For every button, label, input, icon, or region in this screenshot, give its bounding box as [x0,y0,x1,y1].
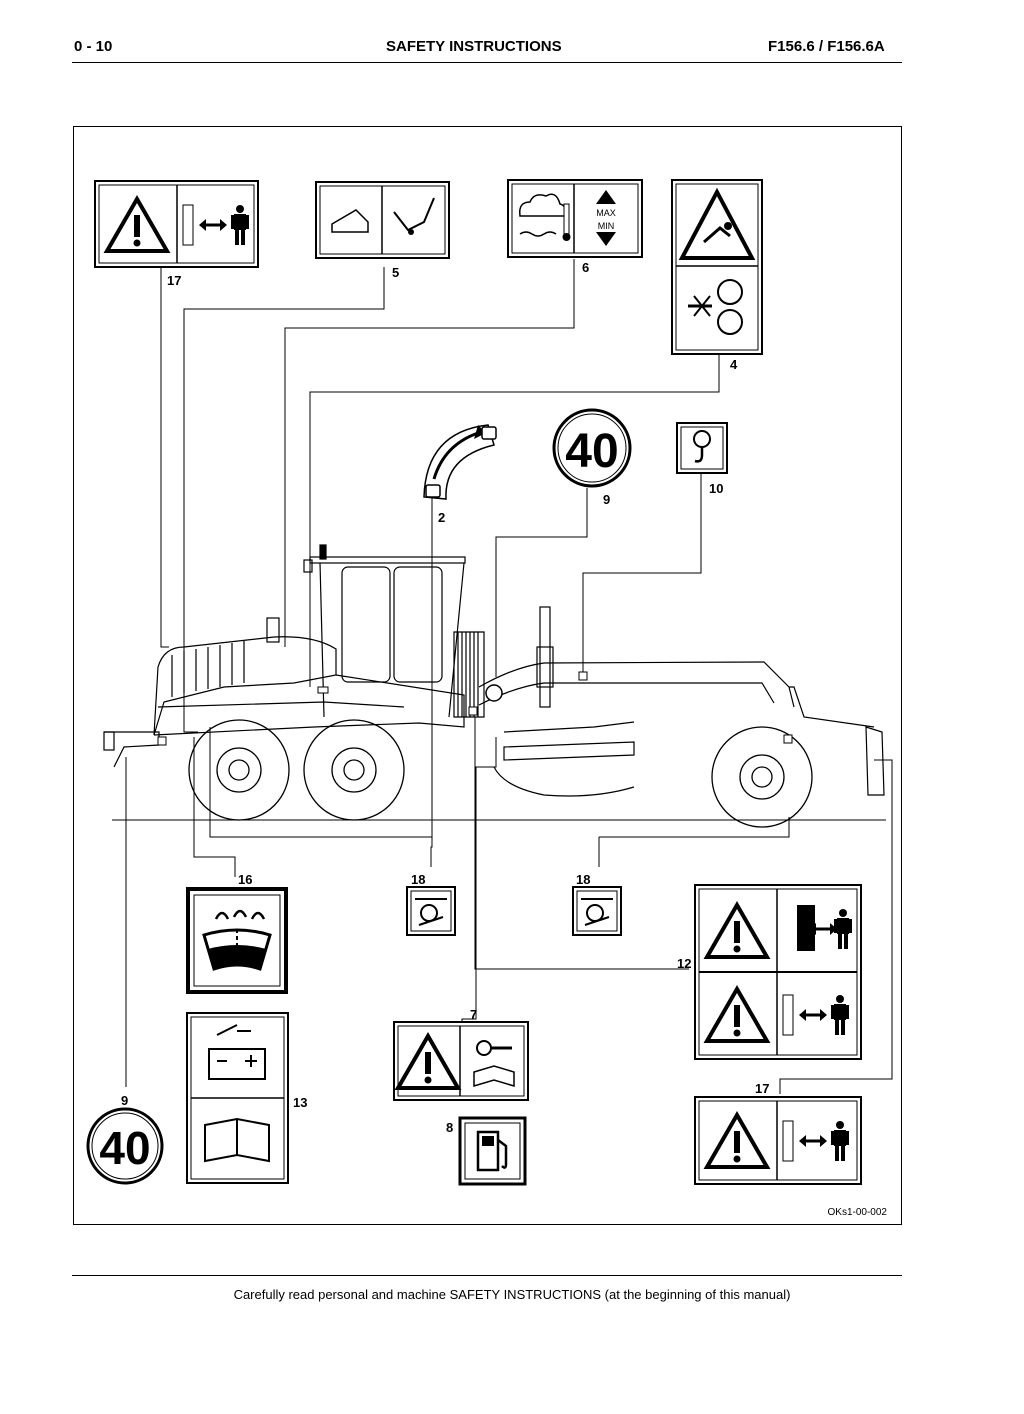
page-title: SAFETY INSTRUCTIONS [386,38,562,55]
decal-5 [315,181,450,259]
decal-18-left [406,886,456,936]
figure-canvas: MAX MIN 40 [86,179,893,1186]
decal-18-right [572,886,622,936]
decal-location-figure: MAX MIN 40 [73,126,902,1225]
decal-17-bottom [694,1096,862,1185]
callout-8: 8 [446,1120,453,1135]
callout-5: 5 [392,265,399,280]
callout-10: 10 [709,481,723,496]
min-label: MIN [598,221,615,231]
model-number: F156.6 / F156.6A [768,38,885,55]
header-rule [72,62,902,63]
decal-9-lower: 40 [86,1107,164,1185]
decal-8 [458,1116,527,1186]
wheels [188,719,813,828]
decal-7 [393,1021,529,1101]
cab-roof [309,556,466,564]
footer-rule [72,1275,902,1276]
page-number: 0 - 10 [74,38,113,55]
decal-4 [671,179,763,355]
decal-13 [186,1012,289,1184]
decal-17-top [94,180,259,268]
callout-7: 7 [470,1007,477,1022]
max-label: MAX [596,208,616,218]
callout-6: 6 [582,260,589,275]
decal-10 [676,422,728,474]
decal-16 [186,887,288,994]
speed-limit-value: 40 [565,425,618,478]
decal-6: MAX MIN [507,179,643,258]
callout-13: 13 [293,1095,307,1110]
decal-2 [423,424,497,500]
callout-12: 12 [677,956,691,971]
figure-reference: OKs1-00-002 [827,1207,887,1218]
callout-16: 16 [238,872,252,887]
callout-2: 2 [438,510,445,525]
speed-limit-value-lower: 40 [99,1122,150,1174]
decal-9-upper: 40 [552,408,632,488]
callout-18-left: 18 [411,872,425,887]
callout-9-upper: 9 [603,492,610,507]
callout-4: 4 [730,357,738,372]
callout-17-top: 17 [167,273,181,288]
callout-9-lower: 9 [121,1093,128,1108]
callout-17-bottom: 17 [755,1081,769,1096]
callout-18-right: 18 [576,872,590,887]
footer-note: Carefully read personal and machine SAFE… [233,1287,791,1302]
leader-lines [125,259,893,1094]
decal-12 [694,884,862,1060]
machine-decal-markers [157,671,793,746]
